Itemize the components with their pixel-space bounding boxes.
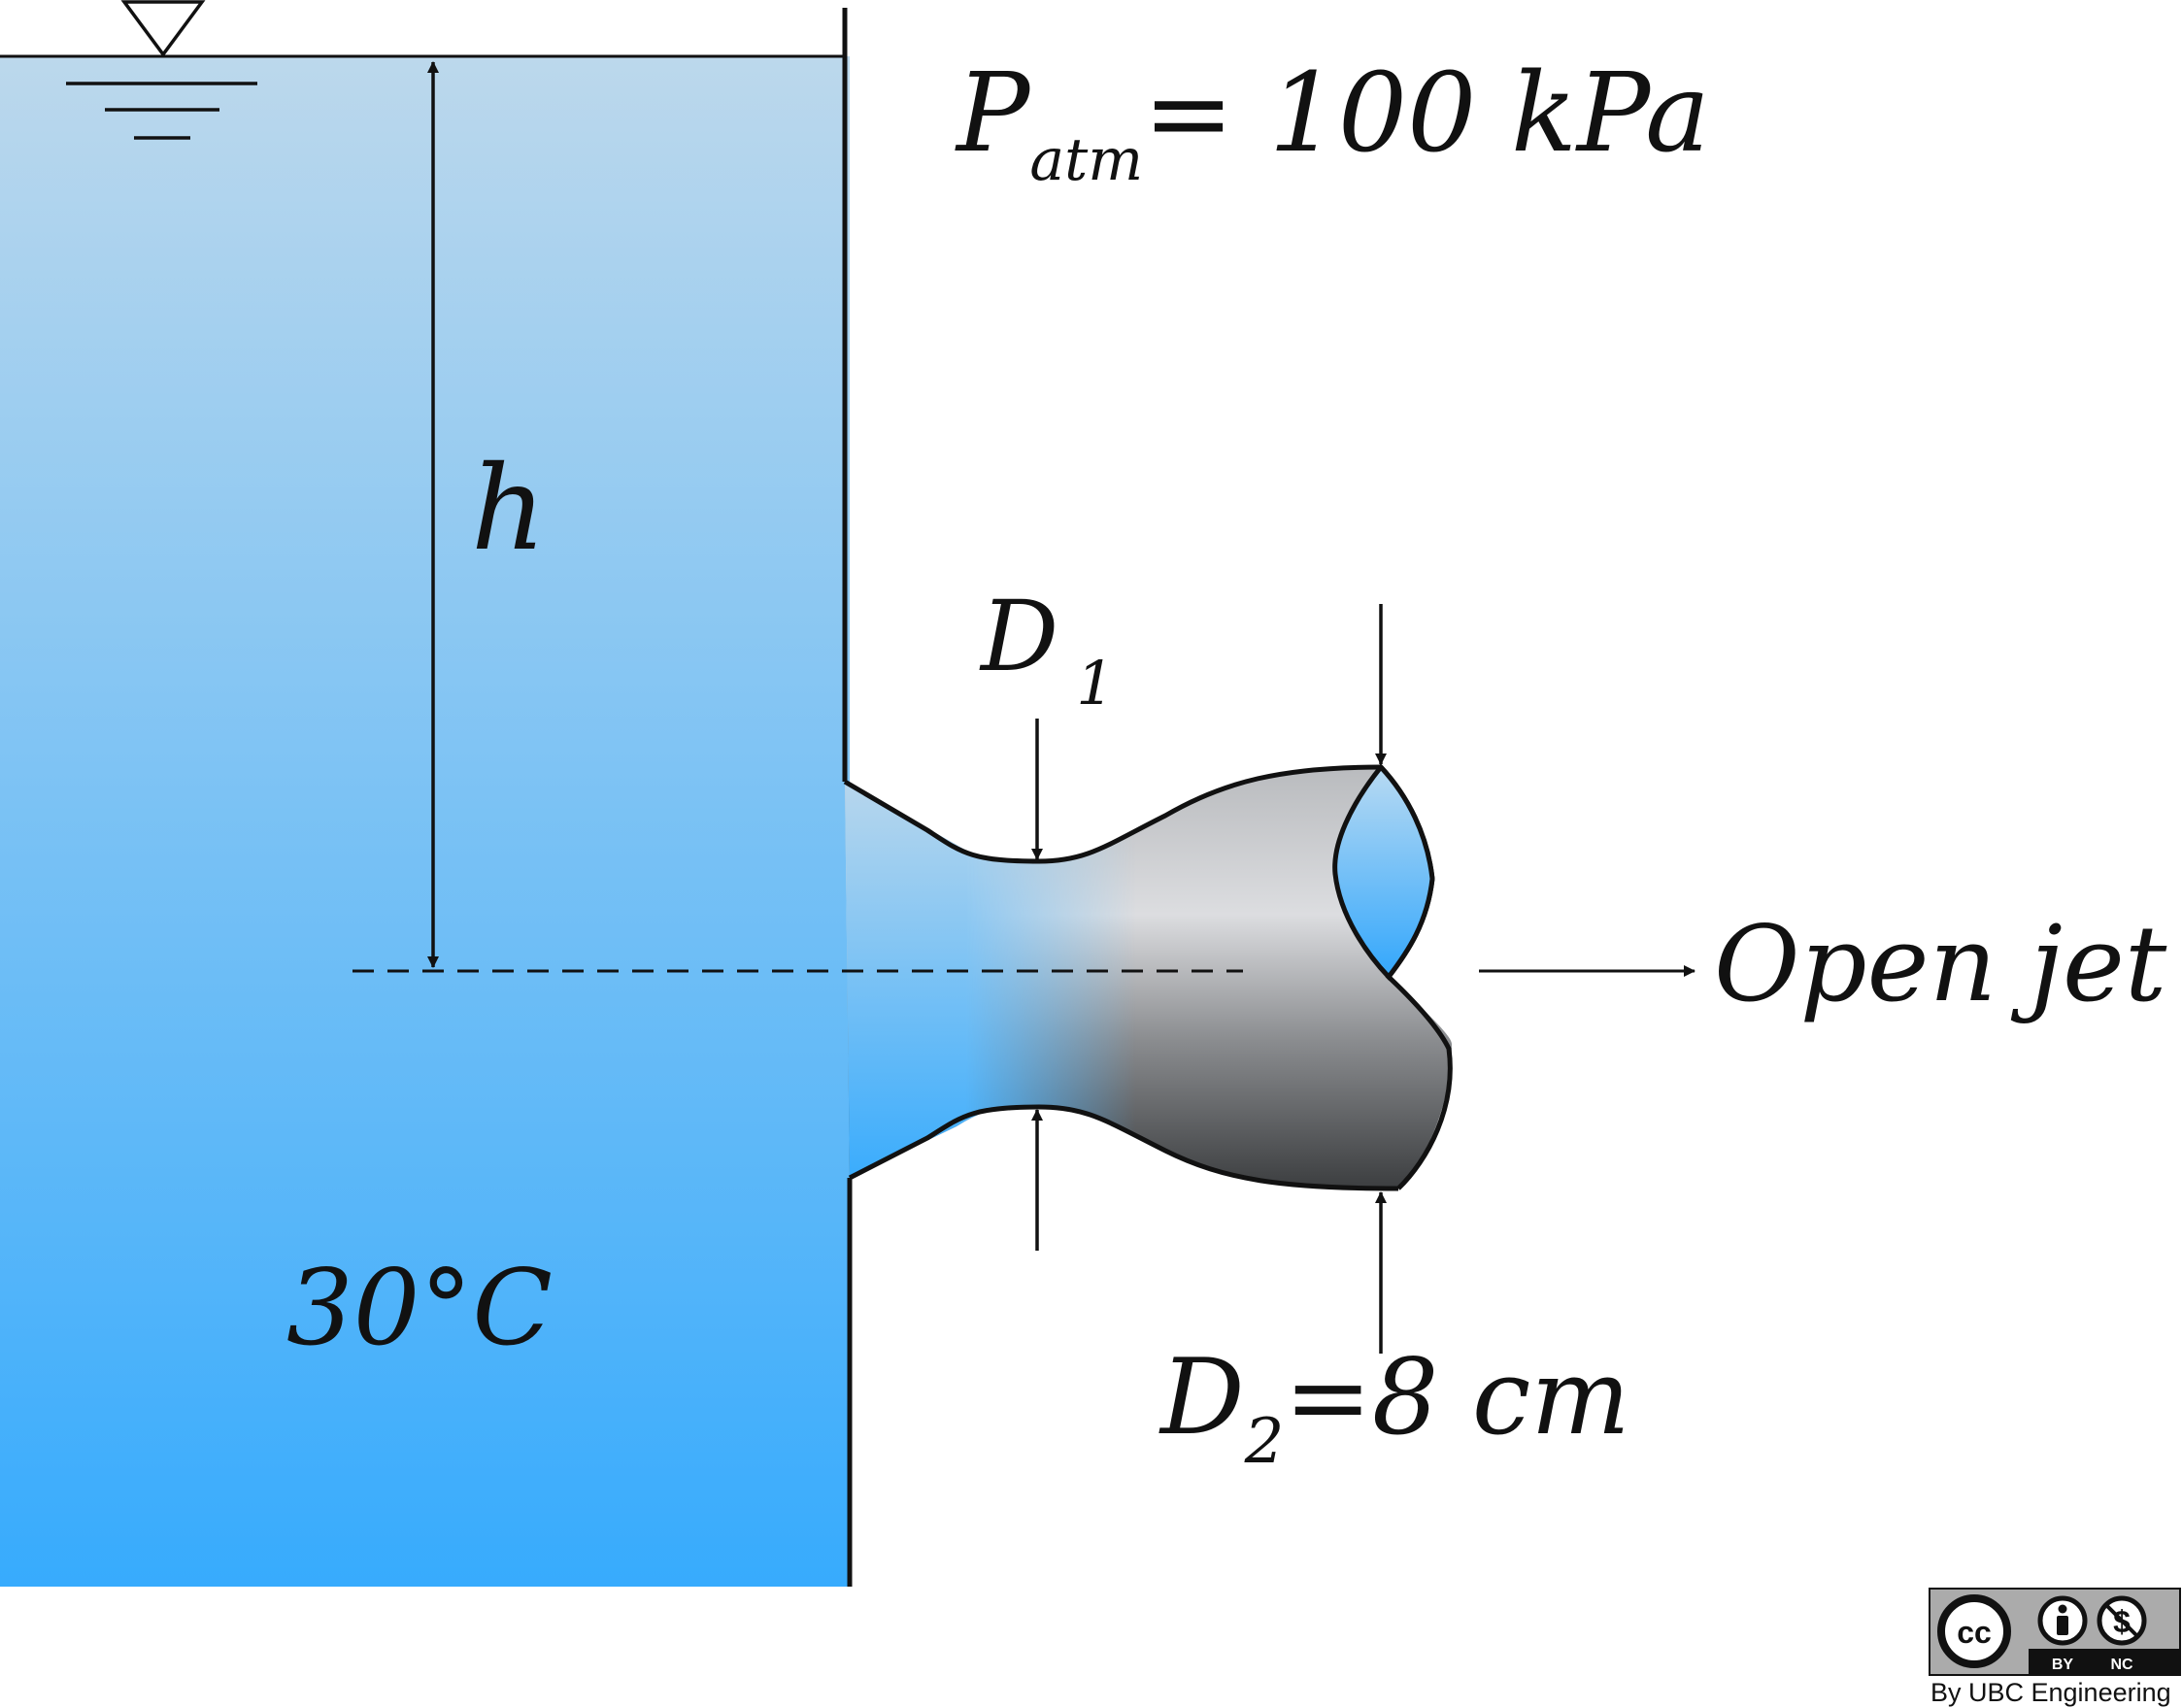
no-dollar-icon: $ — [2097, 1595, 2147, 1646]
svg-text:BY: BY — [2052, 1657, 2074, 1673]
cc-license-badge: cc $ BY NC — [1929, 1588, 2181, 1676]
height-label: h — [471, 442, 546, 577]
tank-water — [0, 56, 850, 1587]
nozzle-outline-bottom — [848, 1104, 1399, 1191]
credit-text: By UBC Engineering — [1930, 1678, 2171, 1707]
nozzle-outline-top — [843, 764, 1382, 864]
svg-text:NC: NC — [2110, 1657, 2133, 1673]
open-jet-label: Open jet — [1714, 904, 2167, 1025]
svg-text:cc: cc — [1957, 1615, 1992, 1650]
tank — [0, 8, 853, 1587]
p-atm-label: Patm= 100 kPa — [955, 50, 1710, 194]
d2-label: D2=8 cm — [1158, 1337, 1630, 1478]
cc-icon — [1937, 1594, 2011, 1668]
nozzle — [843, 763, 1453, 1191]
temperature-label: 30°C — [286, 1248, 553, 1369]
nozzle-water-blend — [845, 767, 1381, 1189]
person-icon — [2037, 1595, 2088, 1646]
free-surface-icon — [66, 0, 257, 140]
nozzle-outlet — [1332, 763, 1435, 981]
